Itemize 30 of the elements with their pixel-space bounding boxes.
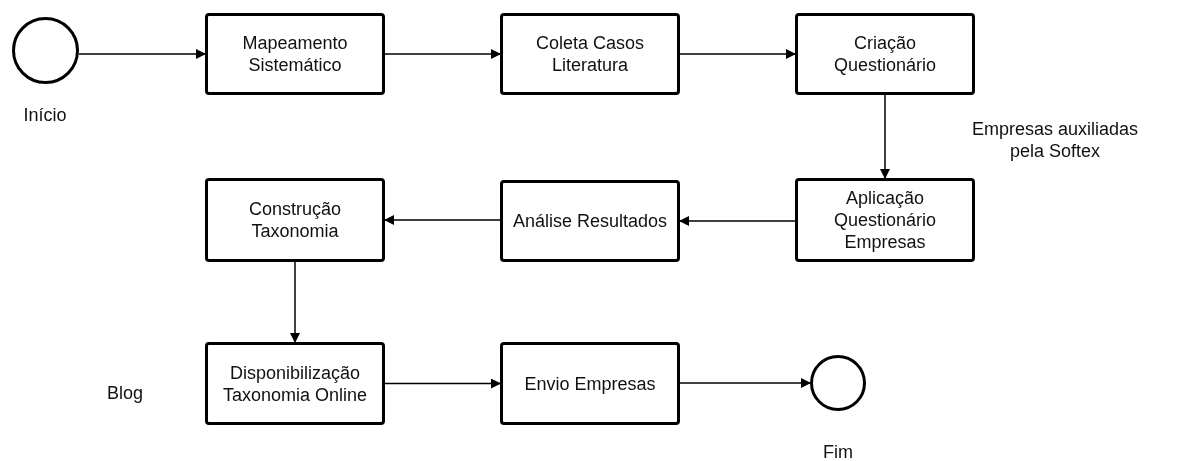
arrow	[290, 261, 300, 343]
process-box	[500, 180, 680, 262]
process-box	[500, 13, 680, 95]
process-box	[795, 178, 975, 262]
arrow	[384, 215, 501, 225]
node-text: Criação Questionário	[832, 32, 938, 76]
arrow	[78, 49, 206, 59]
process-box	[205, 13, 385, 95]
arrow	[679, 49, 796, 59]
node-text: Análise Resultados	[512, 210, 668, 232]
node-caption: Blog	[106, 382, 144, 404]
arrow	[679, 378, 811, 388]
node-text: Mapeamento Sistemático	[241, 32, 349, 76]
node-caption: Início	[22, 104, 68, 126]
process-box	[205, 178, 385, 262]
node-caption: Empresas auxiliadas pela Softex	[970, 118, 1140, 162]
node-text: Disponibilização Taxonomia Online	[221, 361, 369, 406]
node-text: Coleta Casos Literatura	[534, 32, 646, 76]
arrow	[384, 49, 501, 59]
process-box	[795, 13, 975, 95]
process-box	[205, 342, 385, 425]
node-text: Construção Taxonomia	[247, 198, 343, 242]
node-text: Envio Empresas	[524, 372, 656, 395]
arrow	[880, 94, 890, 179]
node-text: Aplicação Questionário Empresas	[832, 187, 938, 253]
arrow	[679, 216, 796, 226]
arrow	[384, 378, 501, 389]
end-event-circle	[810, 355, 866, 411]
process-box	[500, 342, 680, 425]
node-caption: Fim	[822, 441, 854, 461]
